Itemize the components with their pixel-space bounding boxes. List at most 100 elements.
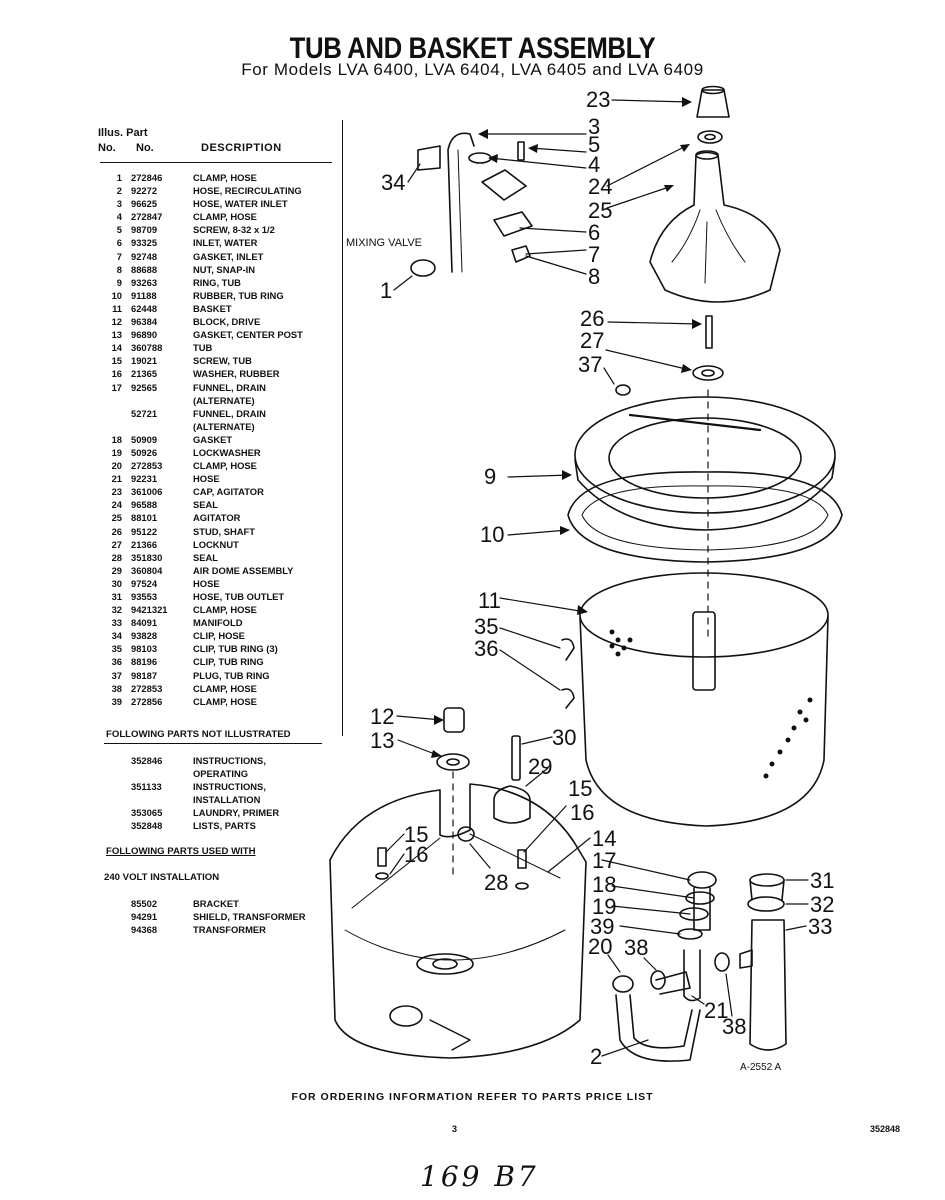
parts-row-part: 52721: [131, 407, 158, 419]
parts-row-part: 88101: [131, 512, 158, 524]
volt-240-heading: FOLLOWING PARTS USED WITH: [106, 846, 256, 857]
parts-row-desc: INLET, WATER: [193, 237, 258, 249]
parts-row-desc: SCREW, 8-32 x 1/2: [193, 224, 275, 236]
parts-row-desc: SEAL: [193, 551, 219, 563]
parts-row-part: 93263: [131, 276, 158, 288]
parts-row-illus: 31: [111, 591, 122, 602]
not-illustrated-heading: FOLLOWING PARTS NOT ILLUSTRATED: [106, 729, 291, 740]
parts-row-part: 62448: [131, 302, 158, 314]
parts-row-desc: SEAL: [193, 499, 219, 511]
not-illustrated-row-desc: INSTALLATION: [193, 794, 261, 806]
parts-row-illus: 21: [111, 473, 122, 485]
parts-row-part: 50926: [131, 446, 158, 458]
parts-row-desc: CLAMP, HOSE: [193, 604, 257, 616]
parts-row-illus: 34: [111, 630, 122, 642]
parts-row: 52721 FUNNEL, DRAIN: [100, 407, 340, 420]
parts-row-illus: 33: [111, 617, 122, 629]
callout-number: 19: [592, 894, 616, 919]
parts-row-illus: 26: [111, 525, 122, 537]
parts-row-desc: (ALTERNATE): [193, 394, 255, 406]
parts-row-part: 351830: [131, 551, 163, 563]
parts-row-desc: CLAMP, HOSE: [193, 211, 257, 223]
parts-row-desc: HOSE, RECIRCULATING: [193, 185, 302, 197]
callout-number: 15: [568, 776, 592, 801]
parts-row-part: 92565: [131, 381, 158, 393]
callout-number: 2: [590, 1044, 602, 1069]
callout-number: 35: [474, 614, 498, 639]
parts-row-desc: SCREW, TUB: [193, 355, 252, 367]
parts-row-part: 96384: [131, 316, 158, 328]
parts-row-part: 272853: [131, 682, 163, 694]
parts-row-desc: TUB: [193, 342, 213, 354]
parts-row-part: 88688: [131, 263, 158, 275]
callout-number: 38: [722, 1014, 746, 1039]
water-inlet-hose: [447, 132, 475, 273]
ordering-note: FOR ORDERING INFORMATION REFER TO PARTS …: [291, 1091, 654, 1103]
clamp-hose-39: [677, 928, 703, 940]
tub-screw-left: [377, 847, 387, 867]
tub-screw-right: [517, 849, 527, 869]
header-illus-no: No.: [98, 142, 116, 154]
parts-row-desc: MANIFOLD: [193, 617, 243, 629]
callout-number: 36: [474, 636, 498, 661]
parts-row-desc: HOSE: [193, 577, 220, 589]
parts-row-desc: CLAMP, HOSE: [193, 172, 257, 183]
callout-number: 39: [590, 914, 614, 939]
parts-row-illus: 38: [111, 682, 122, 694]
not-illustrated-row-desc: INSTRUCTIONS,: [193, 755, 266, 766]
parts-row-desc: CLIP, TUB RING (3): [193, 643, 278, 655]
parts-row-illus: 10: [111, 289, 122, 301]
locknut: [692, 365, 724, 381]
parts-row-desc: FUNNEL, DRAIN: [193, 407, 266, 419]
hose-clamp-38-left: [650, 970, 666, 990]
parts-row-part: 96625: [131, 198, 158, 210]
shaft-stud: [705, 315, 713, 349]
column-divider: [342, 120, 343, 736]
parts-row-illus: 36: [111, 656, 122, 668]
drive-block: [443, 707, 465, 733]
parts-row-illus: 11: [112, 302, 122, 314]
snap-in-nut: [511, 245, 531, 263]
callout-number: 23: [586, 87, 610, 112]
handwritten-note: 169 B7: [420, 1160, 539, 1193]
rubber-washer-right: [515, 882, 529, 890]
callout-number: 9: [484, 464, 496, 489]
hose-21: [683, 949, 701, 1002]
callout-number: 15: [404, 822, 428, 847]
parts-row-illus: 15: [111, 355, 122, 367]
parts-row-part: 93325: [131, 237, 158, 249]
not-illustrated-row-desc: INSTRUCTIONS,: [193, 781, 266, 793]
not-illustrated-row: OPERATING: [100, 767, 340, 780]
inlet-gasket: [493, 211, 533, 237]
parts-row: (ALTERNATE): [100, 394, 340, 407]
callout-number: 30: [552, 725, 576, 750]
parts-row-desc: BLOCK, DRIVE: [193, 316, 261, 328]
seal-24: [697, 130, 723, 144]
agitator-cap: [696, 89, 730, 118]
parts-row-desc: AGITATOR: [193, 512, 241, 524]
parts-row-part: 95122: [131, 525, 158, 537]
parts-row-part: 93828: [131, 630, 158, 642]
parts-row-part: 272856: [131, 695, 163, 707]
parts-row-desc: FUNNEL, DRAIN: [193, 381, 266, 393]
parts-row-illus: 8: [116, 263, 122, 275]
